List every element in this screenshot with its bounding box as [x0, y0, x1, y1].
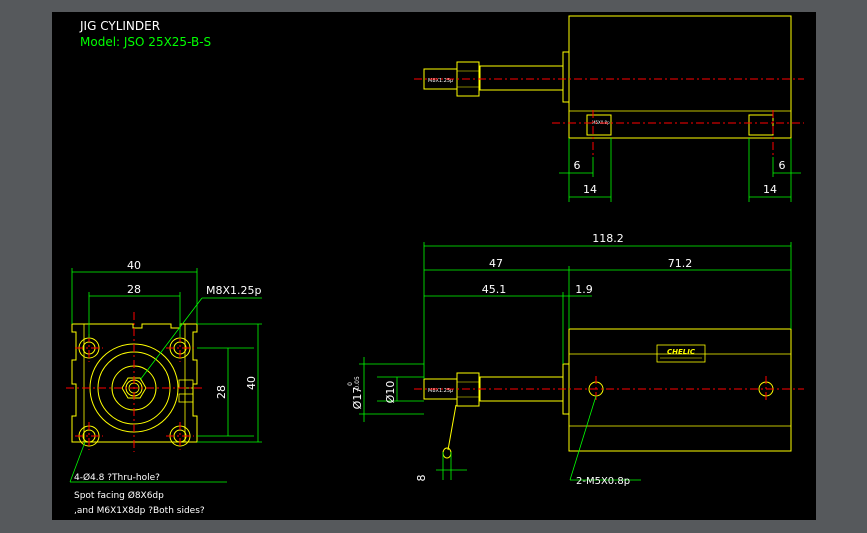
leader-holes: [69, 441, 86, 483]
front-note-line3: ,and M6X1X8dp ?Both sides?: [74, 506, 205, 516]
front-dim-40v-label: 40: [245, 376, 258, 390]
side-dim-71-label: 71.2: [668, 257, 693, 270]
top-dim-6-left: 6: [574, 159, 581, 172]
top-dimensions: [559, 138, 801, 202]
top-view: M8X1.25p M5X0.8p 6 6 14 14: [414, 15, 804, 202]
top-dim-14-left: 14: [583, 183, 597, 196]
side-rod-label: M8X1.25p: [428, 388, 453, 394]
top-centerlines: [414, 78, 804, 157]
side-dim-47-label: 47: [489, 257, 503, 270]
cad-drawing: JIG CYLINDER Model: JSO 25X25-B-S: [66, 15, 804, 516]
front-centerlines: [66, 312, 204, 452]
side-dim-1-9-label: 1.9: [575, 283, 593, 296]
front-dim-28-label: 28: [127, 283, 141, 296]
model-label: Model: JSO 25X25-B-S: [80, 35, 211, 49]
top-dim-6-right: 6: [779, 159, 786, 172]
top-rod-label: M8X1.25p: [428, 78, 453, 84]
side-centerlines: [414, 376, 804, 402]
leader-port: [569, 395, 597, 481]
side-dim-118-label: 118.2: [592, 232, 624, 245]
top-head-cap: [562, 51, 570, 103]
side-dim-dia10-label: Ø10: [384, 381, 397, 404]
side-tol-upper: 0: [347, 382, 354, 386]
front-view: 40 28 M8X1.25p 28 40 4-Ø4.8 ?Thru-hole? …: [66, 259, 262, 516]
front-body-outline: [71, 323, 198, 443]
side-dim-45-label: 45.1: [482, 283, 507, 296]
front-note-line2: Spot facing Ø8X6dp: [74, 490, 164, 501]
front-dim-28v-label: 28: [215, 385, 228, 399]
top-port-right: [748, 114, 774, 136]
top-port-left: [586, 114, 612, 136]
leader-thread: [139, 297, 203, 381]
side-port-note: 2-M5X0.8p: [576, 476, 630, 487]
side-dim-8-label: 8: [415, 475, 428, 482]
side-dim-dia17-label: Ø17: [351, 387, 364, 410]
front-square-feature-1: [178, 379, 194, 389]
side-view: M8X1.25p CHELIC: [347, 232, 804, 487]
front-dimensions: [69, 268, 262, 483]
top-dim-14-right: 14: [763, 183, 777, 196]
cad-drawing-canvas: JIG CYLINDER Model: JSO 25X25-B-S: [52, 12, 816, 520]
front-square-feature-2: [178, 393, 194, 403]
front-note-line1: 4-Ø4.8 ?Thru-hole?: [74, 472, 160, 483]
side-switch-probe: [442, 404, 457, 459]
top-rod: [479, 65, 564, 91]
side-tol-lower: -0.05: [354, 376, 361, 392]
side-brand-logo: CHELIC: [667, 348, 696, 356]
side-brand-plate: [656, 344, 706, 363]
side-dimensions: [359, 242, 792, 481]
probe-tip: [442, 447, 452, 459]
front-thread-label: M8X1.25p: [206, 284, 262, 297]
drawing-title: JIG CYLINDER: [79, 19, 160, 33]
probe-line: [447, 404, 457, 451]
front-dim-40-label: 40: [127, 259, 141, 272]
